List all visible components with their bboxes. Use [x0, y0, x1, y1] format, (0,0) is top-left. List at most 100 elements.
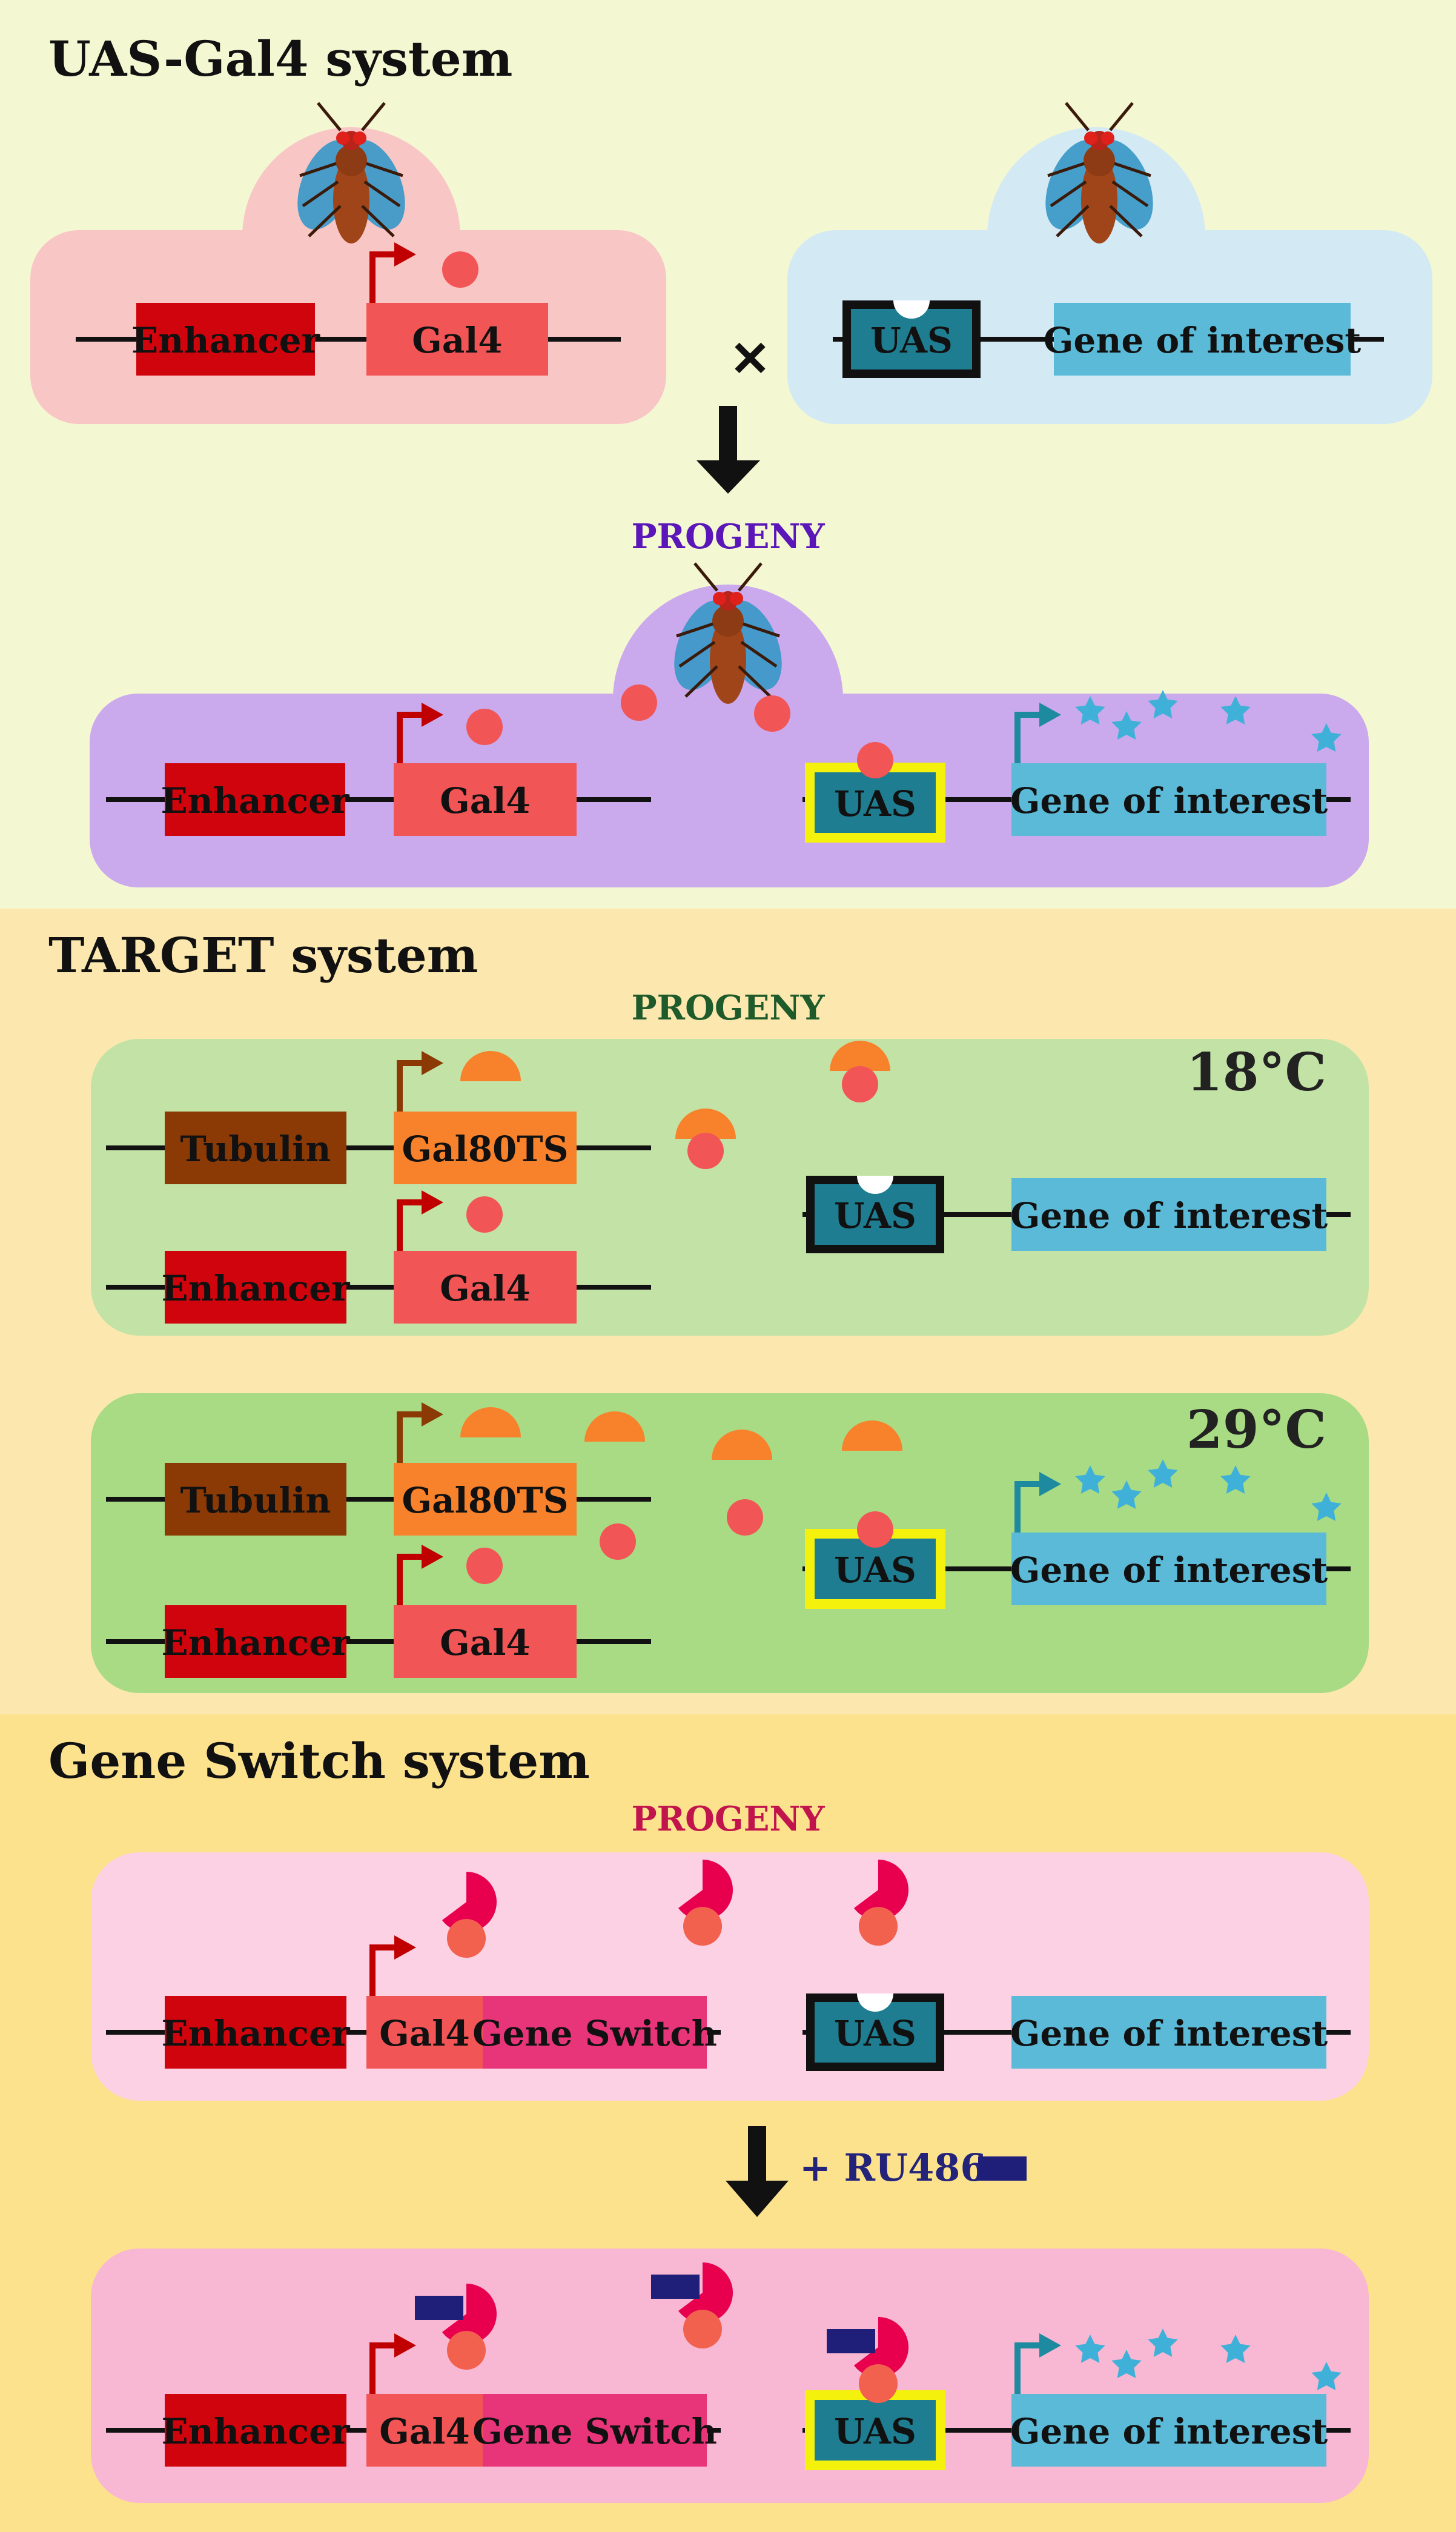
uas-box	[815, 1539, 936, 1599]
uas-label: UAS	[834, 2013, 916, 2054]
gene-of-interest-uninduced-label: Gene of interest	[1010, 2013, 1328, 2054]
uas-notch	[893, 300, 930, 319]
gene-switch-element-label: Gene Switch	[472, 2013, 717, 2054]
gene-of-interest-29c-label: Gene of interest	[1010, 1549, 1328, 1591]
uas-box	[851, 309, 972, 370]
uas-notch	[857, 1176, 893, 1194]
uas-label: UAS	[834, 2411, 916, 2452]
gene-switch-pacman	[442, 2284, 497, 2344]
enhancer-element: Enhancer	[161, 1605, 351, 1678]
tubulin-element-label: Tubulin	[180, 1480, 331, 1521]
enhancer-element: Enhancer	[160, 763, 350, 836]
gene-of-interest-active-label: Gene of interest	[1010, 780, 1328, 821]
gal4-element: Gal4	[366, 1996, 483, 2069]
gal4-element-label: Gal4	[379, 2411, 470, 2452]
uas-label: UAS	[834, 1549, 916, 1591]
gal4-element-label: Gal4	[440, 1622, 531, 1663]
gal4-protein	[842, 1066, 878, 1102]
gene-switch-pacman	[678, 2262, 733, 2323]
gene-switch-protein-bound-drug	[651, 2262, 733, 2348]
gal4-element-box	[366, 1996, 483, 2069]
gene-of-interest-18c-label: Gene of interest	[1010, 1195, 1328, 1236]
gene-switch-pacman	[442, 1872, 497, 1932]
gene-switch-element-box	[483, 2394, 707, 2467]
gal4-element: Gal4	[366, 2394, 483, 2467]
gal80ts-element-box	[394, 1112, 577, 1184]
gal80ts-element-box	[394, 1463, 577, 1536]
gal4-element-label: Gal4	[440, 780, 531, 821]
gal4-protein	[442, 251, 478, 288]
promoter-arrow-stem	[397, 1554, 423, 1605]
enhancer-element-box	[165, 2394, 346, 2467]
down-arrow-icon	[726, 2181, 789, 2217]
gal4-dbd	[859, 2364, 898, 2403]
section-title-target: TARGET system	[48, 927, 478, 984]
uas-label: UAS	[870, 320, 953, 361]
gal80ts-element: Gal80TS	[394, 1112, 577, 1184]
gene-switch-element: Gene Switch	[472, 2394, 717, 2467]
promoter-arrow-icon	[397, 1190, 443, 1251]
gene-of-interest-active: Gene of interest	[1010, 763, 1328, 836]
promoter-arrow-icon	[369, 242, 416, 303]
uas-label: UAS	[834, 783, 916, 824]
gal4-element-box	[366, 2394, 483, 2467]
uas-box	[815, 1184, 936, 1245]
enhancer-element: Enhancer	[131, 303, 320, 376]
promoter-arrow-head	[422, 703, 443, 727]
gene-of-interest-uninduced: Gene of interest	[1010, 1996, 1328, 2069]
gal4-element-box	[394, 1605, 577, 1678]
uas-label: UAS	[834, 1195, 916, 1236]
gal80ts-protein	[584, 1411, 645, 1442]
promoter-arrow-head	[422, 1051, 443, 1075]
enhancer-element-box	[165, 1605, 346, 1678]
promoter-arrow-icon	[369, 2333, 416, 2394]
gene-switch-protein	[678, 1860, 733, 1946]
section-title-geneswitch: Gene Switch system	[48, 1732, 590, 1789]
gal80ts-protein	[830, 1041, 890, 1071]
gene-of-interest-18c-box	[1011, 1178, 1326, 1251]
gene-of-interest-parent-label: Gene of interest	[1044, 320, 1362, 361]
gene-of-interest-parent: Gene of interest	[1044, 303, 1362, 376]
gal4-protein-bound	[857, 742, 893, 778]
gal4-protein	[466, 1548, 503, 1584]
gal80ts-protein	[675, 1109, 736, 1139]
enhancer-element-box	[136, 303, 315, 376]
gal4-protein	[466, 1196, 503, 1233]
gal4-dbd	[447, 1919, 486, 1958]
down-arrow-shaft	[748, 2126, 766, 2187]
ru486-label: + RU486	[799, 2146, 987, 2190]
gal4-protein	[600, 1523, 636, 1560]
tubulin-element-label: Tubulin	[180, 1128, 331, 1170]
progeny-label-target: PROGENY	[631, 988, 825, 1028]
tubulin-element: Tubulin	[165, 1112, 346, 1184]
promoter-arrow-head	[1039, 2333, 1061, 2358]
gene-switch-protein-bound-uas	[827, 2317, 909, 2403]
promoter-arrow-stem	[1014, 2342, 1041, 2394]
uas-box	[815, 2002, 936, 2063]
gene-switch-pacman	[678, 1860, 733, 1920]
promoter-arrow-head	[394, 2333, 416, 2358]
gal4-element: Gal4	[394, 1251, 577, 1324]
promoter-arrow-stem	[397, 1060, 423, 1112]
enhancer-element: Enhancer	[161, 2394, 351, 2467]
enhancer-element-box	[165, 763, 345, 836]
gal80ts-protein	[712, 1430, 772, 1460]
gal4-element: Gal4	[366, 303, 548, 376]
gal80ts-protein	[460, 1407, 521, 1437]
gal4-element-label: Gal4	[379, 2013, 470, 2054]
gene-of-interest-induced-box	[1011, 2394, 1326, 2467]
gal4-dbd	[859, 1907, 898, 1946]
gal80ts-element-label: Gal80TS	[402, 1480, 569, 1521]
gene-switch-element: Gene Switch	[472, 1996, 717, 2069]
enhancer-element: Enhancer	[161, 1996, 351, 2069]
promoter-arrow-head	[1039, 1472, 1061, 1496]
enhancer-element-label: Enhancer	[161, 1622, 351, 1663]
promoter-arrow-stem	[369, 2342, 395, 2394]
enhancer-element-label: Enhancer	[161, 2411, 351, 2452]
gene-of-interest-29c-box	[1011, 1533, 1326, 1605]
gal4-protein	[727, 1499, 763, 1536]
gene-of-interest-29c: Gene of interest	[1010, 1533, 1328, 1605]
promoter-arrow-stem	[369, 1944, 395, 1996]
gene-switch-pacman	[854, 2317, 909, 2378]
promoter-arrow-icon	[369, 1935, 416, 1996]
